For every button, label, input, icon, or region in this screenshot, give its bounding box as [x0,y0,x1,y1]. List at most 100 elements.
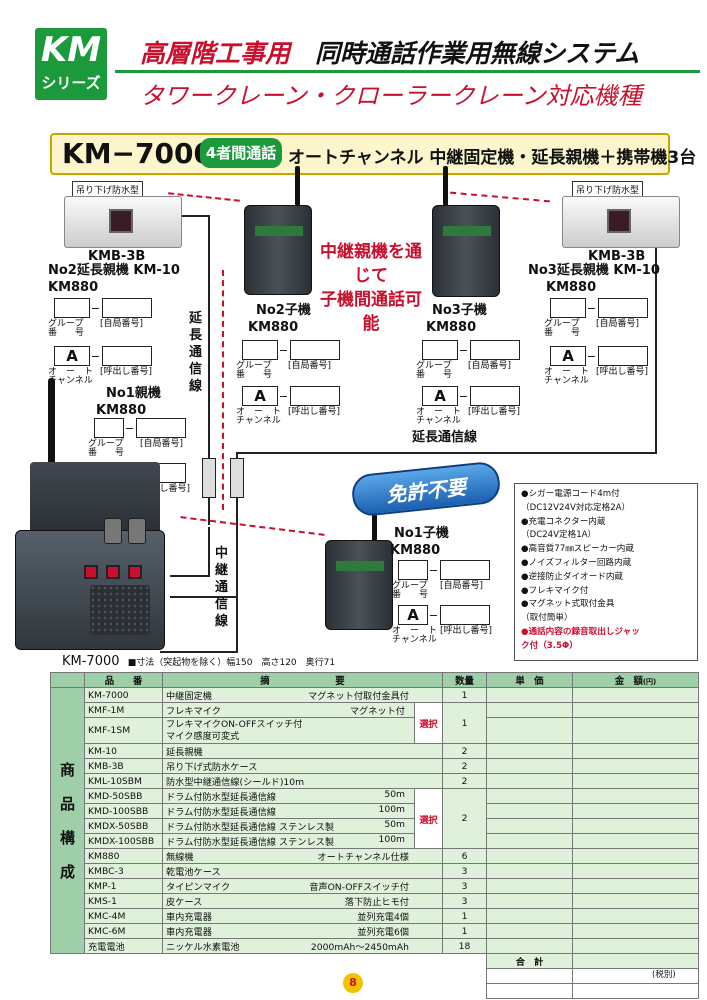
col-code: 品 番 [84,672,163,688]
base-antenna [48,378,55,468]
series-badge: KM シリーズ [35,28,107,100]
item-desc: 中継固定機マグネット付取付金具付 [162,687,443,703]
station-number-field[interactable] [102,298,152,318]
item-qty: 1 [442,908,487,924]
item-desc-1: 車内充電器 [166,912,212,923]
item-qty: 2 [442,788,487,849]
group-number-field[interactable] [54,298,90,318]
item-code: KML-10SBM [84,773,163,789]
group-number-field[interactable] [550,298,586,318]
connector-left [202,458,216,498]
item-amount [572,923,699,939]
item-price [486,938,573,954]
header-rule [115,70,700,73]
auto-channel-field[interactable]: A [550,346,586,366]
blank-cell [486,968,573,984]
item-desc-1: 無線機 [166,852,194,863]
station-number-field[interactable] [440,560,490,580]
call-number-field[interactable] [102,346,152,366]
no1-child-handset [325,501,393,630]
station-label: [自局番号] [100,319,144,329]
group-label-2: 番 号 [392,590,429,600]
call-number-field[interactable] [290,386,340,406]
series-badge-bottom: シリーズ [41,74,101,92]
item-code: KM-7000 [84,687,163,703]
ext-line-left [208,215,210,525]
group-label-char: 商 [59,760,75,779]
page-number: 8 [343,973,363,993]
relay-line-h2 [170,596,238,598]
item-desc-2: マグネット付取付金具付 [307,691,409,702]
item-desc-1: ドラム付防水型延長通信線 [166,792,276,803]
station-number-field[interactable] [598,298,648,318]
auto-label: オ ー ト [544,367,590,377]
item-price [486,702,573,718]
call-number-field[interactable] [470,386,520,406]
feature-item: ●逆接防止ダイオード内蔵 [521,571,624,582]
relay-line-label: 中継通信線 [214,546,228,629]
no1-child-line1: No1子機 [394,526,449,541]
item-code: KMC-6M [84,923,163,939]
item-desc-2: 音声ON-OFFスイッチ付 [309,882,409,893]
station-label: [自局番号] [288,361,332,371]
item-desc-2: 50m [384,819,405,830]
call-number-field[interactable] [440,605,490,625]
auto-channel-field[interactable]: A [242,386,278,406]
auto-channel-field[interactable]: A [422,386,458,406]
station-number-field[interactable] [290,340,340,360]
relay-line-v3 [236,596,238,653]
item-amount [572,878,699,894]
relay-line-h1 [170,575,210,577]
item-price [486,893,573,909]
group-label: グループ [416,361,452,371]
blank-cell [486,982,573,999]
no1-parent-line1: No1親機 [106,386,161,401]
item-desc-1: 延長親機 [166,747,203,758]
base-button-2[interactable] [106,565,120,579]
base-button-3[interactable] [128,565,142,579]
base-knob-2[interactable] [128,518,146,544]
group-label-cell: 商品構成 [50,687,85,954]
auto-channel-field[interactable]: A [54,346,90,366]
item-price [486,818,573,834]
station-label: [自局番号] [440,581,484,591]
series-badge-top: KM [40,30,102,70]
item-qty: 1 [442,923,487,939]
auto-channel-field[interactable]: A [398,605,428,625]
item-amount [572,938,699,954]
group-number-field[interactable] [422,340,458,360]
banner-badge: 4者間通話 [200,138,282,168]
station-number-field[interactable] [136,418,186,438]
item-desc: 車内充電器並列充電6個 [162,923,443,939]
right-box-line2: No3延長親機 KM-10 [528,263,660,278]
item-desc-1: フレキマイク [166,706,221,717]
base-button-1[interactable] [84,565,98,579]
base-knob-1[interactable] [104,518,122,544]
tax-note: (税別) [652,970,676,980]
left-box-line1: KMB-3B [88,249,146,264]
group-number-field[interactable] [94,418,124,438]
item-code: KMP-1 [84,878,163,894]
call-number-field[interactable] [598,346,648,366]
col-qty: 数量 [442,672,487,688]
item-code: KM-10 [84,743,163,759]
item-desc: 皮ケース落下防止ヒモ付 [162,893,443,909]
no3-line2: KM880 [426,320,477,335]
item-desc-1: ニッケル水素電池 [166,942,240,953]
station-number-field[interactable] [470,340,520,360]
group-number-field[interactable] [242,340,278,360]
blank-row [50,968,699,984]
item-qty: 6 [442,848,487,864]
group-number-field[interactable] [398,560,428,580]
select-badge: 選択 [414,702,443,744]
item-desc-1: 防水型中継通信線(シールド)10m [166,777,305,788]
